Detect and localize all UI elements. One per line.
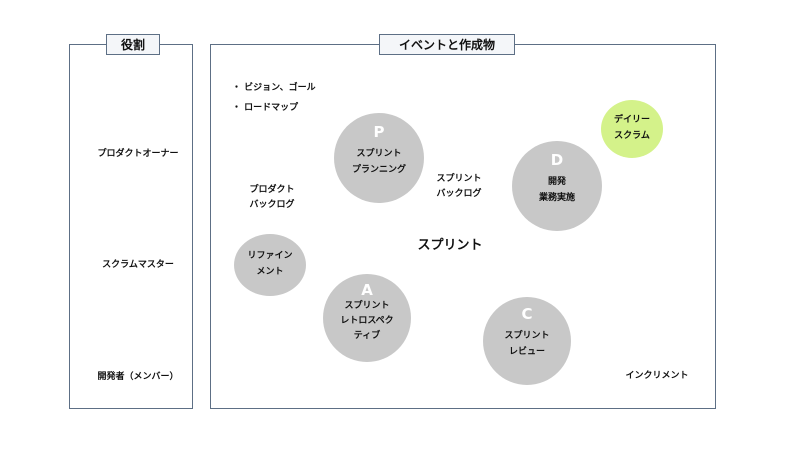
planning-letter: P <box>373 123 385 141</box>
daily-scrum-line1: デイリー <box>613 115 650 125</box>
product-backlog-line1: プロダクト <box>249 185 295 195</box>
development-line2: 業務実施 <box>538 193 575 203</box>
retrospective-circle: A スプリント レトロスペク ティブ <box>323 274 411 362</box>
refinement-circle: リファイン メント <box>234 234 306 296</box>
increment-label: インクリメント <box>625 371 689 381</box>
review-line2: レビュー <box>508 347 545 357</box>
retrospective-letter: A <box>361 281 373 299</box>
retrospective-line2: レトロスペク <box>340 316 394 326</box>
sprint-backlog-line2: バックログ <box>436 189 482 199</box>
role-label-product-owner: プロダクトオーナー <box>97 149 179 159</box>
product-backlog-line2: バックログ <box>249 200 295 210</box>
role-label-developers: 開発者（メンバー） <box>97 372 179 382</box>
sprint-backlog-label: スプリント バックログ <box>422 172 496 202</box>
refinement-line2: メント <box>256 267 284 277</box>
development-circle: D 開発 業務実施 <box>512 141 602 231</box>
retrospective-line1: スプリント <box>344 301 390 311</box>
roles-title: 役割 <box>106 34 160 55</box>
vision-item: ・ ビジョン、ゴール <box>232 83 316 93</box>
vision-list: ・ ビジョン、ゴール ・ ロードマップ <box>232 80 316 120</box>
retrospective-line3: ティブ <box>353 331 381 341</box>
sprint-label: スプリント <box>417 238 483 253</box>
refinement-line1: リファイン <box>247 251 293 261</box>
review-letter: C <box>521 305 533 323</box>
role-label-scrum-master: スクラムマスター <box>102 260 174 270</box>
vision-item: ・ ロードマップ <box>232 103 299 113</box>
product-backlog-label: プロダクト バックログ <box>235 183 309 213</box>
planning-line1: スプリント <box>356 149 402 159</box>
roles-panel <box>69 44 193 409</box>
sprint-planning-circle: P スプリント プランニング <box>334 113 424 203</box>
development-letter: D <box>550 151 564 169</box>
daily-scrum-circle: デイリー スクラム <box>601 100 663 158</box>
review-circle: C スプリント レビュー <box>483 297 571 385</box>
planning-line2: プランニング <box>351 165 406 175</box>
events-title: イベントと作成物 <box>379 34 515 55</box>
review-line1: スプリント <box>504 331 550 341</box>
sprint-backlog-line1: スプリント <box>436 174 482 184</box>
daily-scrum-line2: スクラム <box>614 131 650 141</box>
development-line1: 開発 <box>547 177 566 187</box>
